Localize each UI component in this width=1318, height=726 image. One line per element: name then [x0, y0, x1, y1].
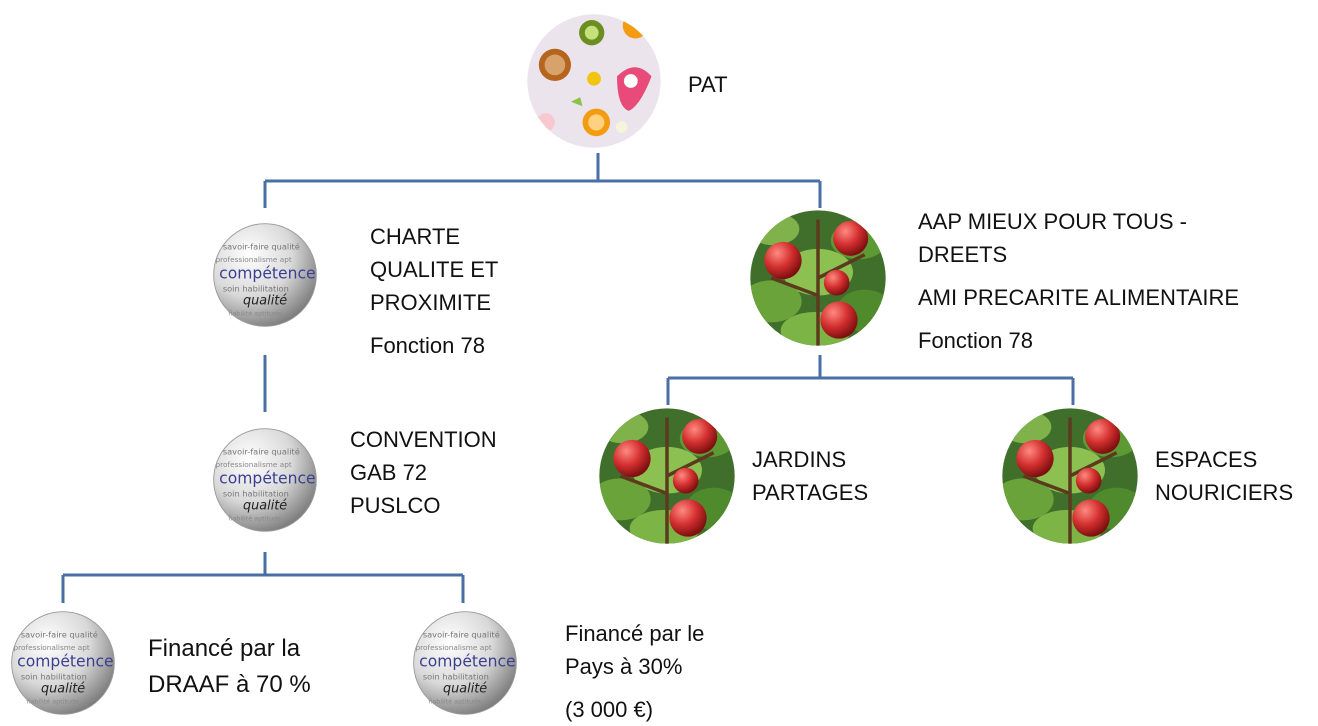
convention-line-2: GAB 72: [350, 460, 428, 485]
aap-line-2: DREETS: [918, 242, 1008, 267]
connector-aap-children: [666, 355, 1075, 405]
draaf-line-2: DRAAF à 70 %: [148, 671, 311, 698]
aap-label: AAP MIEUX POUR TOUS - DREETS AMI PRECARI…: [918, 205, 1239, 357]
pays-line-1: Financé par le: [565, 621, 705, 646]
connector-root: [263, 153, 822, 208]
charte-line-1: CHARTE: [370, 224, 461, 249]
draaf-line-1: Financé par la: [148, 635, 301, 662]
pays-line-2: Pays à 30%: [565, 654, 683, 679]
draaf-label: Financé par la DRAAF à 70 %: [148, 631, 311, 703]
convention-line-3: PUSLCO: [350, 493, 441, 518]
charte-line-3: PROXIMITE: [370, 290, 492, 315]
charte-label: CHARTE QUALITE ET PROXIMITE Fonction 78: [370, 220, 498, 362]
competence-sphere-image: [210, 425, 320, 535]
jardins-line-2: PARTAGES: [752, 480, 869, 505]
connector-convention-funding: [61, 552, 465, 603]
apple-tree-image: [597, 406, 737, 546]
competence-sphere-image: [8, 608, 118, 718]
aap-line-1: AAP MIEUX POUR TOUS -: [918, 209, 1187, 234]
pays-sub: (3 000 €): [565, 697, 654, 722]
jardins-line-1: JARDINS: [752, 447, 847, 472]
apple-tree-image: [748, 208, 888, 348]
convention-label: CONVENTION GAB 72 PUSLCO: [350, 423, 497, 522]
fruit-salad-image: [525, 12, 663, 150]
pays-label: Financé par le Pays à 30% (3 000 €): [565, 617, 704, 726]
convention-line-1: CONVENTION: [350, 427, 497, 452]
root-label: PAT: [688, 72, 728, 97]
competence-sphere-image: [210, 220, 320, 330]
espaces-label: ESPACES NOURICIERS: [1155, 443, 1293, 509]
competence-sphere-image: [410, 608, 520, 718]
espaces-line-1: ESPACES: [1155, 447, 1258, 472]
espaces-line-2: NOURICIERS: [1155, 480, 1294, 505]
charte-sub: Fonction 78: [370, 333, 485, 358]
jardins-label: JARDINS PARTAGES: [752, 443, 868, 509]
charte-line-2: QUALITE ET: [370, 257, 499, 282]
aap-sub: Fonction 78: [918, 328, 1033, 353]
apple-tree-image: [1000, 406, 1140, 546]
aap-line-3: AMI PRECARITE ALIMENTAIRE: [918, 285, 1240, 310]
